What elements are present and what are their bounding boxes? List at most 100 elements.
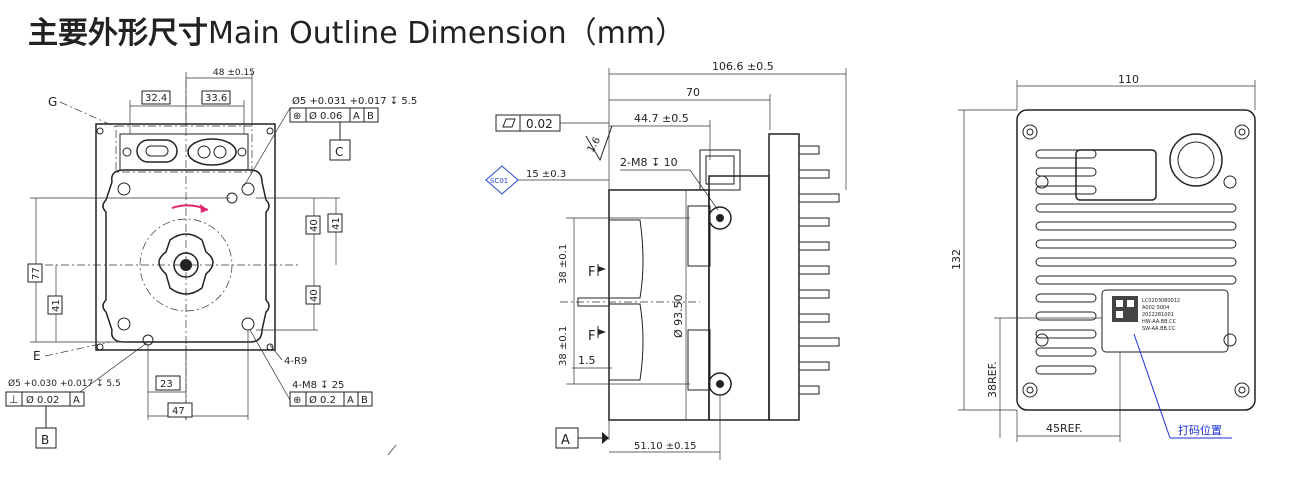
side-boss-lower [687, 329, 711, 391]
svg-text:0.02: 0.02 [526, 117, 553, 131]
label-line: SW-AA.BB.CC [1142, 326, 1176, 332]
rear-corner-hole [1022, 382, 1038, 398]
rear-corner-hole [1234, 124, 1250, 140]
shaft-flange [158, 233, 214, 295]
svg-text:Ø 0.06: Ø 0.06 [309, 110, 342, 122]
front-housing-outline [95, 123, 276, 351]
dim-41-right-box [327, 213, 343, 233]
flange-hole [241, 317, 255, 331]
svg-text:A: A [347, 395, 354, 406]
dim-40-upper: 40 [309, 219, 320, 232]
dim-15: 15 ±0.3 [526, 169, 566, 180]
front-view: 48 ±0.15 32.4 33.6 G E Ø5 +0.031 +0.017 … [5, 68, 417, 456]
dim-77-box [27, 263, 43, 283]
front-corner-hole [96, 343, 104, 351]
label-f-lower: F [588, 329, 595, 344]
dim-38-upper: 38 ±0.1 [558, 244, 569, 284]
dim-47: 47 [172, 406, 185, 417]
dim-41-left: 41 [51, 299, 62, 312]
dim-40-lower-box [305, 285, 321, 305]
flange-hole [117, 317, 131, 331]
label-line: LC0203080012 [1142, 298, 1180, 304]
datum-c: C [335, 145, 343, 159]
connector-region-g [115, 125, 253, 173]
svg-text:Ø 0.02: Ø 0.02 [26, 394, 59, 406]
side-view: 106.6 ±0.5 70 44.7 ±0.5 0.02 1.6 2-M8 ↧ … [485, 60, 847, 460]
dim-41-left-box [47, 295, 63, 315]
connector-screw [122, 147, 132, 157]
svg-text:B: B [367, 111, 374, 122]
rear-fins [1035, 149, 1237, 375]
note-4-r9: 4-R9 [284, 356, 307, 367]
label-f-upper: F [588, 265, 595, 280]
fcf-bottom-right: ⊕ Ø 0.2 A B [289, 391, 373, 407]
dim-48-label: 48 ±0.15 [213, 68, 255, 78]
rear-corner-hole [1022, 124, 1038, 140]
side-cutout-upper [609, 219, 644, 299]
dim-38-lower: 38 ±0.1 [558, 326, 569, 366]
print-position-label: 打码位置 [1178, 423, 1222, 437]
roughness-value: 1.6 [586, 135, 603, 154]
dim-23-box [155, 375, 181, 391]
title-chinese: 主要外形尺寸 [28, 16, 208, 51]
dim-447: 44.7 ±0.5 [634, 112, 689, 125]
dim-324-box [141, 90, 171, 105]
dim-324-label: 32.4 [145, 93, 167, 104]
side-fins [798, 145, 840, 395]
svg-text:⊕: ⊕ [293, 111, 301, 122]
rear-view: 110 132 [950, 73, 1256, 442]
svg-text:⊥: ⊥ [9, 393, 19, 406]
connector-right-pin [213, 145, 227, 159]
datum-a: A [561, 433, 570, 448]
rear-cover [1075, 149, 1157, 201]
svg-text:A: A [353, 111, 360, 122]
dim-38ref: 38REF. [986, 361, 999, 398]
note-4-m8: 4-M8 ↧ 25 [292, 380, 344, 391]
dim-40-lower: 40 [309, 289, 320, 302]
qr-code [1112, 296, 1138, 322]
dim-phi-9350: Ø 93.50 [672, 294, 685, 338]
dim-70: 70 [686, 86, 700, 99]
hole-tolerance-bottom: Ø5 +0.030 +0.017 ↧ 5.5 [8, 378, 121, 389]
svg-text:Ø 0.2: Ø 0.2 [309, 394, 336, 406]
label-line: HW-AA.BB.CC [1142, 319, 1177, 325]
label-line: A002 0004 [1142, 305, 1169, 311]
connector-left-pin [145, 145, 169, 157]
dim-1-5: 1.5 [578, 354, 596, 367]
dim-77: 77 [31, 267, 42, 280]
rear-plate [1016, 109, 1256, 411]
side-connector [699, 149, 741, 191]
dim-5110: 51.10 ±0.15 [634, 441, 696, 452]
flange-hole [241, 182, 255, 196]
title-english: Main Outline Dimension（mm） [208, 16, 686, 51]
sc01-tag: SC01 [490, 177, 508, 185]
rear-label-area [1101, 289, 1229, 353]
front-corner-hole [266, 343, 274, 351]
hole-tolerance-top: Ø5 +0.031 +0.017 ↧ 5.5 [292, 95, 417, 107]
connector-outline [119, 133, 249, 171]
dim-40-upper-box [305, 215, 321, 235]
label-e: E [33, 349, 41, 363]
dim-1066: 106.6 ±0.5 [712, 60, 774, 73]
front-corner-hole [96, 127, 104, 135]
side-hole-upper [708, 206, 732, 230]
dim-110: 110 [1118, 73, 1139, 86]
connector-right [187, 138, 237, 166]
dim-45ref: 45REF. [1046, 422, 1083, 435]
side-body [608, 189, 710, 421]
dim-132: 132 [950, 249, 963, 270]
page-title: 主要外形尺寸Main Outline Dimension（mm） [28, 8, 685, 52]
print-position-leader [1133, 333, 1171, 439]
dim-336-label: 33.6 [205, 93, 227, 104]
label-line: 2012281001 [1142, 312, 1174, 318]
note-2-m8: 2-M8 ↧ 10 [620, 156, 678, 169]
label-g: G [48, 95, 57, 109]
rear-corner-hole [1234, 382, 1250, 398]
stray-mark [387, 444, 397, 456]
connector-right-pin [197, 145, 211, 159]
side-hole-lower [708, 372, 732, 396]
flange-hole [117, 182, 131, 196]
side-cutout-lower [609, 303, 644, 381]
datum-b-box [35, 427, 57, 449]
svg-text:A: A [73, 395, 80, 406]
